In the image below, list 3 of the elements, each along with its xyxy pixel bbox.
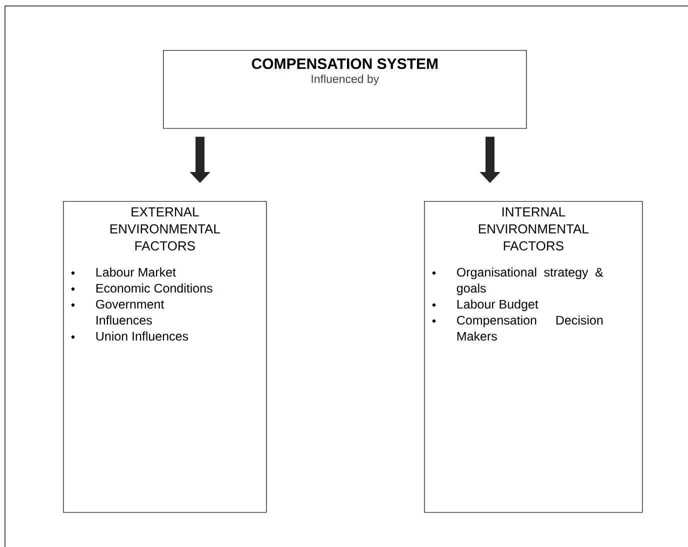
factor-box: INTERNAL ENVIRONMENTAL FACTORS Organisational strategy & goals Labour Budget Compensation Decision Makers (424, 201, 643, 513)
title-box: COMPENSATION SYSTEM Influenced by (163, 50, 527, 129)
factor-box: EXTERNAL ENVIRONMENTAL FACTORS Labour Market Economic Conditions Government Influences Union Influences (63, 201, 267, 513)
